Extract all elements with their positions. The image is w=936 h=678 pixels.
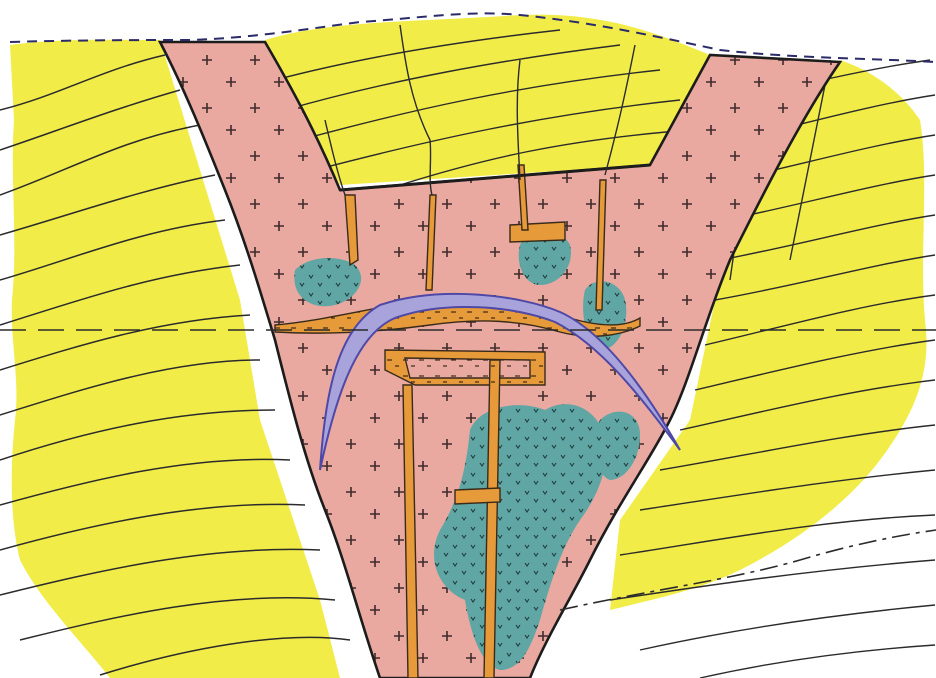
country-rock-top xyxy=(265,15,710,185)
